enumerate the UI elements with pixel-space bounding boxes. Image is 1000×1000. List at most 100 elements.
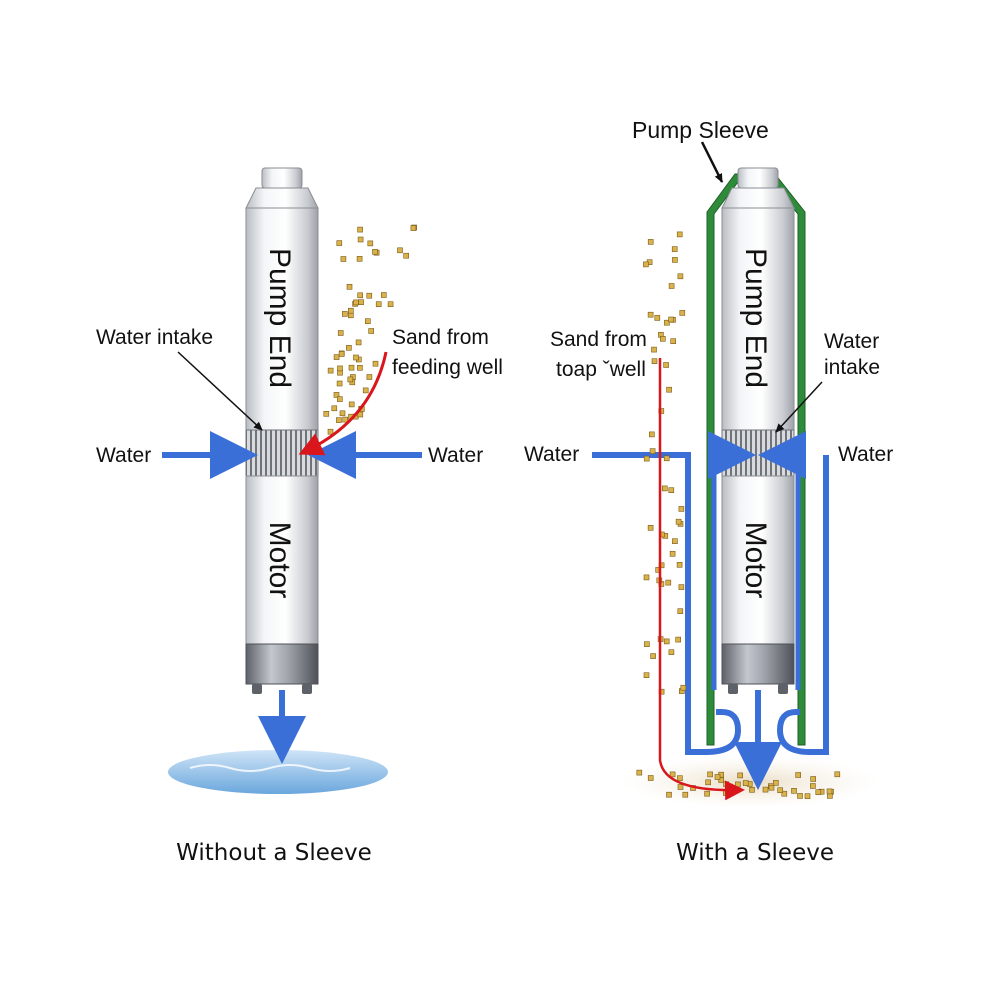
sand-grain xyxy=(364,318,371,325)
sand-grain xyxy=(810,776,817,782)
sand-grain xyxy=(675,636,682,643)
sand-grain xyxy=(338,351,345,357)
sand-grain xyxy=(659,335,666,342)
sand-grain xyxy=(797,793,803,799)
sand-grain xyxy=(668,316,674,323)
sand-grain xyxy=(665,579,672,586)
sand-grain xyxy=(647,524,654,531)
sand-label-line1: Sand from xyxy=(550,328,647,351)
sand-grain xyxy=(333,392,340,398)
sand-grain xyxy=(643,574,650,581)
sand-grain xyxy=(347,312,354,319)
sand-grain xyxy=(327,428,334,435)
sand-grain xyxy=(348,401,355,408)
sleeve-pointer xyxy=(700,141,724,183)
water-intake-label: Water intake xyxy=(96,326,213,349)
sand-grain xyxy=(358,299,364,306)
sand-grain xyxy=(666,386,672,393)
sand-grain xyxy=(742,780,749,786)
sand-grain xyxy=(651,346,657,353)
sand-grain xyxy=(357,364,363,371)
sand-grain xyxy=(380,292,387,298)
sand-label-line2: feeding well xyxy=(392,356,503,379)
sand-grain xyxy=(737,772,744,779)
sand-grain xyxy=(331,405,338,412)
sand-grain xyxy=(372,360,379,367)
sand-grain xyxy=(375,301,382,308)
sand-grain xyxy=(651,358,658,365)
sand-grain xyxy=(707,771,713,778)
sand-grain xyxy=(341,311,348,317)
right-sand-column xyxy=(643,231,687,695)
sand-grain xyxy=(372,249,378,255)
sand-grain xyxy=(650,653,656,659)
sand-grain xyxy=(336,396,343,402)
pump-end-label: Pump End xyxy=(263,248,296,388)
right-panel: Pump End Motor Pump Sleeve Water intake … xyxy=(524,117,893,866)
sand-grain xyxy=(826,788,833,795)
sand-grain xyxy=(810,783,816,789)
sand-grain xyxy=(337,365,343,372)
sand-grain xyxy=(815,789,822,796)
sand-grain xyxy=(410,225,417,231)
sand-grain xyxy=(362,387,369,394)
left-caption: Without a Sleeve xyxy=(176,840,372,866)
sand-path-arrow xyxy=(298,351,388,456)
sand-grain xyxy=(327,367,334,374)
sand-grain xyxy=(723,781,729,788)
left-sand-cloud xyxy=(323,224,418,435)
sand-grain xyxy=(648,431,655,438)
sand-grain xyxy=(357,411,364,418)
sand-label-line2: toap ˇwell xyxy=(556,358,646,381)
sand-grain xyxy=(669,550,676,557)
motor-label: Motor xyxy=(739,522,772,599)
sand-label-line1: Sand from xyxy=(392,326,489,349)
sand-grain xyxy=(834,771,841,778)
sand-grain xyxy=(643,455,650,462)
sand-grain xyxy=(666,791,672,798)
sand-grain xyxy=(339,410,346,417)
motor-label: Motor xyxy=(263,522,296,599)
sand-grain xyxy=(670,338,677,345)
pump-end-label: Pump End xyxy=(739,248,772,388)
intake-screen xyxy=(245,429,319,477)
sand-grain xyxy=(647,239,654,245)
intake-pointer xyxy=(177,351,263,431)
sand-grain xyxy=(675,518,682,525)
sand-grain xyxy=(668,283,675,289)
sand-grain xyxy=(804,793,811,800)
sand-grain xyxy=(668,487,675,494)
sand-grain xyxy=(768,784,775,791)
sand-grain xyxy=(705,779,711,786)
sand-grain xyxy=(336,380,343,387)
pump-sleeve-label: Pump Sleeve xyxy=(632,117,769,143)
sand-grain xyxy=(678,506,685,512)
sand-grain xyxy=(672,538,678,545)
sand-grain xyxy=(636,769,643,776)
sand-grain xyxy=(677,608,684,615)
sand-grain xyxy=(366,292,373,299)
sand-grain xyxy=(654,315,661,321)
sand-grain xyxy=(643,672,650,679)
water-intake-label-line2: intake xyxy=(824,356,880,379)
sand-grain xyxy=(791,787,797,794)
sand-grain xyxy=(342,416,349,423)
sand-grain xyxy=(336,240,343,246)
sand-grain xyxy=(355,339,362,346)
water-intake-label-line1: Water xyxy=(824,330,879,353)
sand-grain xyxy=(357,292,364,299)
sand-grain xyxy=(647,775,654,781)
sand-grain xyxy=(323,410,330,417)
sand-grain xyxy=(357,236,364,243)
water-flow-channels xyxy=(592,452,829,755)
sand-grain xyxy=(777,787,784,794)
left-pump: Pump End Motor xyxy=(245,167,319,694)
sand-grain xyxy=(678,584,685,590)
sand-grain xyxy=(704,790,710,797)
sand-grain xyxy=(762,786,769,793)
sand-grain xyxy=(346,344,352,351)
sand-grain xyxy=(387,301,394,308)
sand-grain xyxy=(677,775,683,782)
pump-end-body xyxy=(245,207,319,431)
